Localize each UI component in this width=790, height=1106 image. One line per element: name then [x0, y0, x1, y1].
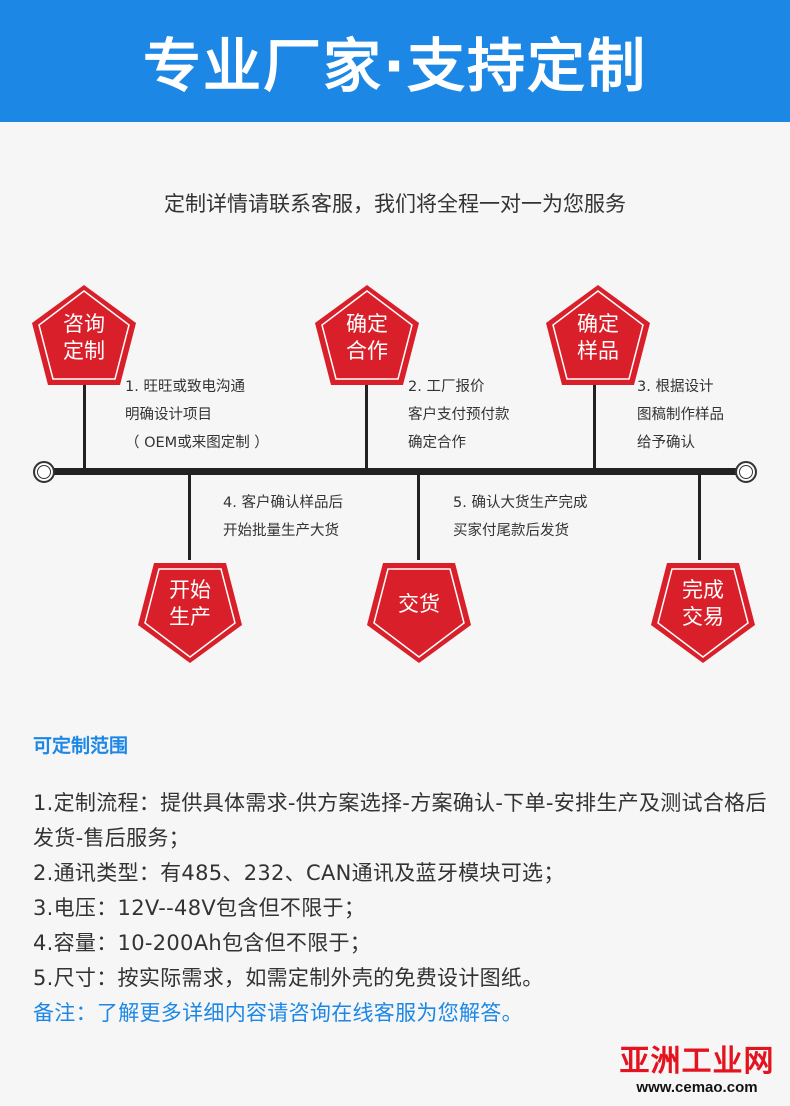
badge-label: 确定 [346, 312, 388, 336]
step-badge-consult: 咨询定制 [32, 285, 136, 385]
connector [698, 472, 701, 560]
connector [83, 383, 86, 471]
step-4-description: 4. 客户确认样品后开始批量生产大货 [223, 495, 343, 539]
scope-item: 2.通讯类型：有485、232、CAN通讯及蓝牙模块可选； [33, 861, 565, 885]
step-badge-cooperate: 确定合作 [315, 285, 419, 385]
badge-label: 开始 [169, 578, 211, 602]
timeline-end-circle [735, 461, 757, 483]
scope-note: 备注：了解更多详细内容请咨询在线客服为您解答。 [33, 1001, 523, 1025]
step-5-description: 5. 确认大货生产完成买家付尾款后发货 [453, 495, 588, 539]
timeline-axis [50, 468, 740, 475]
scope-item: 5.尺寸：按实际需求，如需定制外壳的免费设计图纸。 [33, 966, 544, 990]
badge-label: 合作 [346, 339, 388, 363]
connector [188, 472, 191, 560]
watermark-logo: 亚洲工业网 www.cemao.com [612, 1044, 782, 1097]
timeline-start-circle [33, 461, 55, 483]
badge-label: 完成 [682, 578, 724, 602]
connector [365, 383, 368, 471]
badge-label: 交易 [682, 605, 724, 629]
scope-list: 1.定制流程：提供具体需求-供方案选择-方案确认-下单-安排生产及测试合格后发货… [33, 786, 773, 1031]
page-title: 专业厂家·支持定制 [142, 32, 648, 100]
scope-item: 3.电压：12V--48V包含但不限于； [33, 896, 366, 920]
watermark-url: www.cemao.com [636, 1079, 758, 1096]
step-1-description: 1. 旺旺或致电沟通明确设计项目（ OEM或来图定制 ） [125, 379, 269, 451]
scope-item: 1.定制流程：提供具体需求-供方案选择-方案确认-下单-安排生产及测试合格后发货… [33, 791, 767, 850]
connector [417, 472, 420, 560]
scope-title: 可定制范围 [33, 735, 129, 757]
step-badge-sample: 确定样品 [546, 285, 650, 385]
step-3-description: 3. 根据设计图稿制作样品给予确认 [637, 379, 724, 451]
watermark-name: 亚洲工业网 [619, 1044, 775, 1079]
step-badge-complete: 完成交易 [651, 563, 755, 663]
step-badge-produce: 开始生产 [138, 563, 242, 663]
badge-label: 交货 [398, 592, 440, 616]
step-2-description: 2. 工厂报价客户支付预付款确定合作 [408, 379, 510, 451]
badge-label: 定制 [63, 339, 105, 363]
badge-label: 生产 [169, 605, 211, 629]
connector [593, 383, 596, 471]
subtitle: 定制详情请联系客服，我们将全程一对一为您服务 [164, 192, 626, 216]
badge-label: 咨询 [63, 312, 105, 336]
badge-label: 确定 [577, 312, 619, 336]
step-badge-deliver: 交货 [367, 563, 471, 663]
badge-label: 样品 [577, 339, 619, 363]
header-banner: 专业厂家·支持定制 [0, 0, 790, 122]
scope-item: 4.容量：10-200Ah包含但不限于； [33, 931, 372, 955]
